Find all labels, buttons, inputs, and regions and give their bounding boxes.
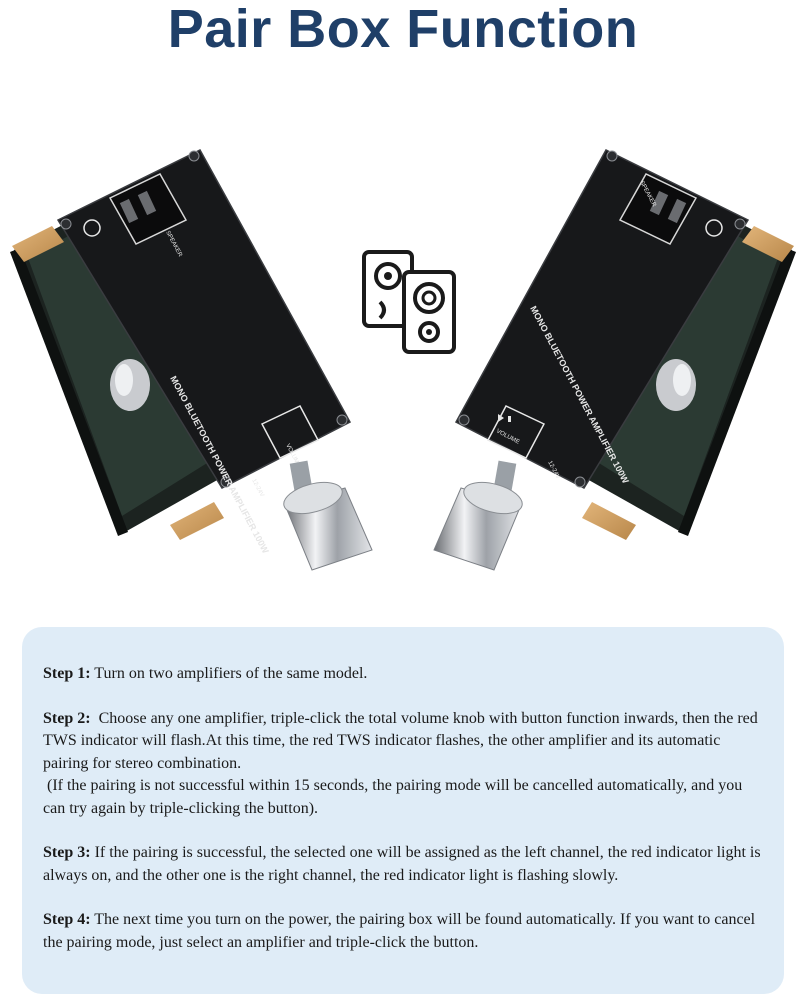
left-power-label: 12-24V	[250, 478, 264, 498]
bluetooth-icon	[83, 219, 101, 237]
step-3-text: If the pairing is successful, the select…	[43, 844, 761, 884]
step-3-label: Step 3:	[43, 844, 91, 861]
right-amplifier-board: MONO BLUETOOTH POWER AMPLIFIER 100W SPEA…	[433, 149, 796, 571]
step-1: Step 1: Turn on two amplifiers of the sa…	[43, 663, 764, 686]
left-terminal-bottom	[170, 502, 224, 540]
right-volume-box	[486, 405, 546, 459]
step-4-label: Step 4:	[43, 911, 91, 928]
step-2: Step 2: Choose any one amplifier, triple…	[43, 708, 764, 821]
instructions-panel: Step 1: Turn on two amplifiers of the sa…	[22, 627, 784, 994]
step-4: Step 4: The next time you turn on the po…	[43, 909, 764, 954]
left-volume-box	[260, 405, 320, 459]
right-terminal-bottom	[582, 502, 636, 540]
left-terminal-top	[12, 226, 64, 262]
speaker-pair-icon	[362, 250, 456, 354]
product-photo: MONO BLUETOOTH POWER AMPLIFIER 100W SPEA…	[10, 149, 796, 571]
bluetooth-icon	[705, 219, 723, 237]
step-1-text: Turn on two amplifiers of the same model…	[94, 665, 368, 682]
step-2-note: (If the pairing is not successful within…	[43, 777, 743, 817]
left-amplifier-board: MONO BLUETOOTH POWER AMPLIFIER 100W SPEA…	[10, 149, 373, 571]
step-3: Step 3: If the pairing is successful, th…	[43, 842, 764, 887]
page-title: Pair Box Function	[167, 0, 639, 59]
step-2-text: Choose any one amplifier, triple-click t…	[43, 709, 758, 772]
step-2-label: Step 2:	[43, 709, 91, 727]
step-1-label: Step 1:	[43, 665, 91, 682]
right-terminal-top	[742, 226, 794, 262]
play-pause-icon	[498, 414, 511, 422]
step-4-text: The next time you turn on the power, the…	[43, 911, 756, 951]
